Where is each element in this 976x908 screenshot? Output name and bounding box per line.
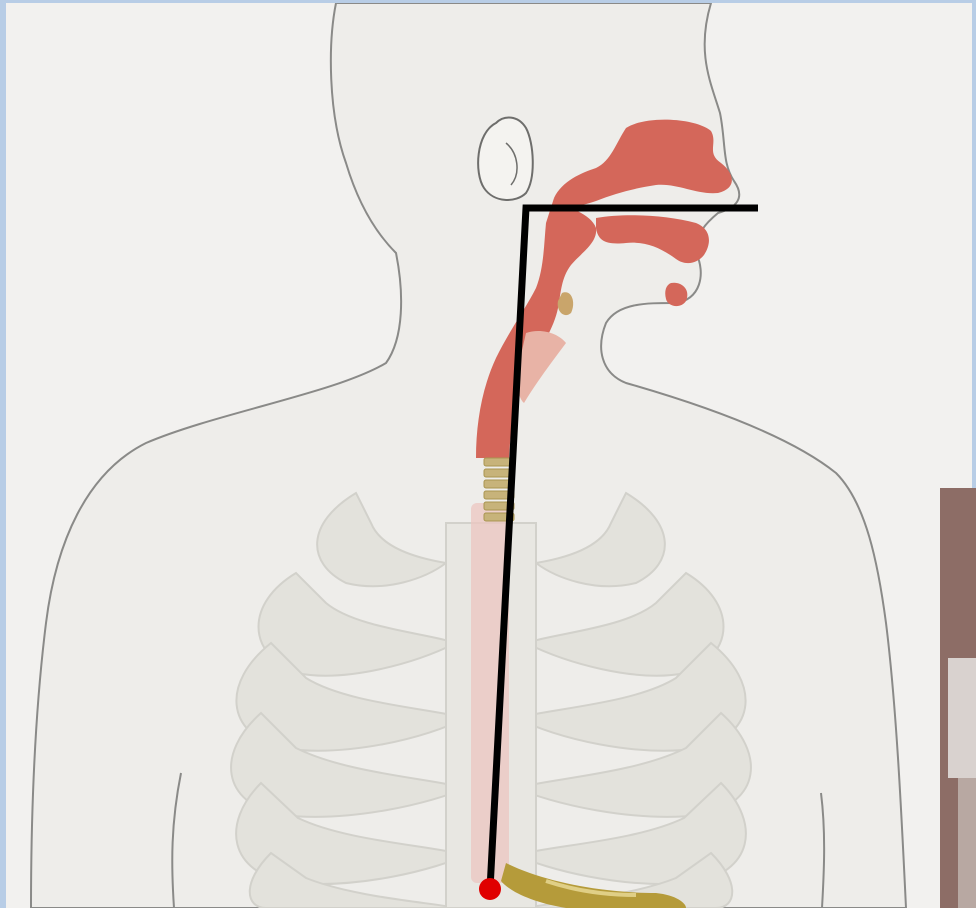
thumbnail-graphic — [940, 488, 976, 908]
ear — [478, 118, 533, 200]
stomach-entry-dot — [479, 878, 501, 900]
diagram-canvas — [6, 3, 972, 908]
side-video-thumbnail[interactable] — [940, 488, 976, 908]
anatomy-diagram — [6, 3, 972, 908]
